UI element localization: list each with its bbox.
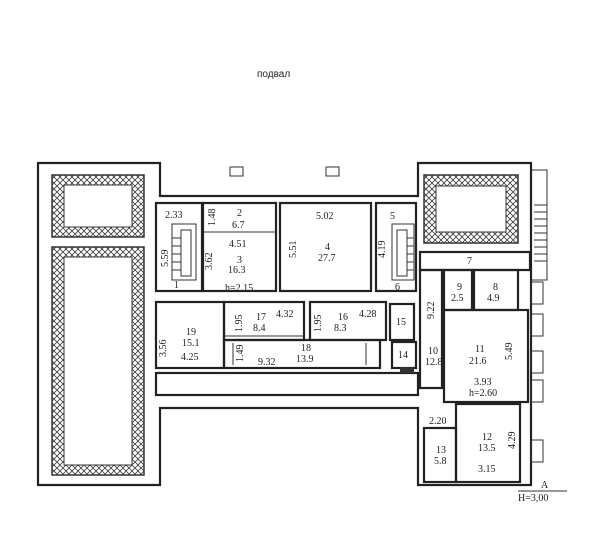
room-3-height: h=2.15 [225,283,253,294]
dim-3-62: 3.62 [204,253,215,271]
window-well-1 [530,281,544,305]
window-well-2 [530,313,544,337]
room-13-number: 13 [436,445,446,456]
room-16-area: 8.3 [334,323,347,334]
dim-4-29: 4.29 [507,432,518,450]
section-mark: A H=3,00 [518,480,567,504]
room-13-area: 5.8 [434,456,447,467]
room-17-number: 17 [256,312,266,323]
dim-5-02: 5.02 [316,211,334,222]
room-10-number: 10 [428,346,438,357]
room-4-area: 27.7 [318,253,336,264]
dim-2-20: 2.20 [429,416,447,427]
room-11-number: 11 [475,344,485,355]
dim-5-51: 5.51 [288,241,299,259]
room-8-number: 8 [493,282,498,293]
vent-top-left [229,166,244,177]
room-3-number: 3 [237,255,242,266]
room-9-number: 9 [457,282,462,293]
dimension-labels: 2.33 1.48 5.59 3.62 4.51 5.02 5.51 4.19 … [158,209,518,476]
dim-3-15: 3.15 [478,464,496,475]
room-15-number: 15 [396,317,406,328]
dim-4-28: 4.28 [359,309,377,320]
room-3-area: 16.3 [228,265,246,276]
dim-1-95b: 1.95 [313,315,324,333]
dim-4-51: 4.51 [229,239,247,250]
dim-4-25: 4.25 [181,352,199,363]
room-18-number: 18 [301,343,311,354]
pit-top-right-inner [435,185,507,233]
pit-top-left-inner [63,184,133,228]
stair-steps-right [534,204,547,262]
dim-3-93: 3.93 [474,377,492,388]
room-16-number: 16 [338,312,348,323]
room-11-area: 21.6 [469,356,487,367]
exterior-stair-right [531,169,548,281]
dim-1-48: 1.48 [207,209,218,227]
section-letter: A [541,480,549,491]
stair-room-1 [171,223,197,281]
room-6-number: 6 [395,282,400,293]
dim-4-32: 4.32 [276,309,294,320]
window-well-5 [530,439,544,463]
stair-room-5 [391,223,415,281]
section-height: H=3,00 [518,493,548,504]
room-9-area: 2.5 [451,293,464,304]
room-labels: 1 2 6.7 3 16.3 h=2.15 4 27.7 5 6 7 8 4.9… [174,208,500,467]
room-2-area: 6.7 [232,220,245,231]
room-12-number: 12 [482,432,492,443]
interior-walls [154,201,532,484]
dim-1-95a: 1.95 [234,315,245,333]
room-1-number: 1 [174,280,179,291]
room-2-number: 2 [237,208,242,219]
plan-title: подвал [257,69,290,80]
room-7-number: 7 [467,256,472,267]
room-18-area: 13.9 [296,354,314,365]
door-mark-1 [400,367,414,373]
room-19-number: 19 [186,327,196,338]
room-10-area: 12.8 [425,357,443,368]
window-well-4 [530,379,544,403]
dim-5-49: 5.49 [504,343,515,361]
dim-9-32: 9.32 [258,357,276,368]
dim-4-19: 4.19 [377,241,388,259]
window-well-3 [530,350,544,374]
room-11-height: h=2.60 [469,388,497,399]
room-17-area: 8.4 [253,323,266,334]
vent-top-right [325,166,340,177]
room-14-number: 14 [398,350,408,361]
room-8-area: 4.9 [487,293,500,304]
pit-left-long-inner [63,256,133,466]
room-5-number: 5 [390,211,395,222]
dim-2-33: 2.33 [165,210,183,221]
dim-1-49: 1.49 [235,345,246,363]
outer-wall [36,161,533,487]
room-4-number: 4 [325,242,330,253]
room-12-area: 13.5 [478,443,496,454]
dim-5-59: 5.59 [160,250,171,268]
dim-9-22: 9.22 [426,302,437,320]
room-19-area: 15.1 [182,338,200,349]
dim-3-56: 3.56 [158,340,169,358]
